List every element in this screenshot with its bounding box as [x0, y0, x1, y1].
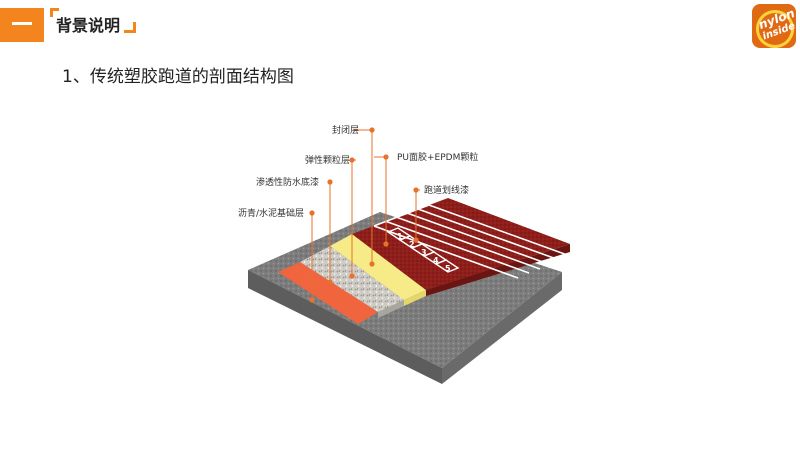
leader-dot [413, 187, 419, 193]
leader-dot [327, 179, 333, 185]
leader-dot [413, 237, 419, 243]
slide-title: 1、传统塑胶跑道的剖面结构图 [62, 67, 294, 87]
lane-line [373, 225, 519, 279]
lane-number: 2 [409, 240, 415, 249]
concrete-base-right [442, 272, 562, 384]
lane-number: 1 [397, 232, 403, 241]
section-number-block [0, 8, 44, 42]
leader-dot [349, 157, 355, 163]
sealing-layer-top [330, 234, 426, 300]
bracket-decoration [50, 8, 59, 11]
lane-number-boxes [386, 227, 460, 273]
lane-number: 3 [421, 248, 427, 257]
section-number-dash [12, 22, 32, 25]
leader-dot [349, 273, 355, 279]
leader-dot [309, 210, 315, 216]
elastic-granule-layer-top [300, 246, 404, 312]
bracket-decoration [50, 8, 53, 17]
leader-dot [327, 279, 333, 285]
track-lane-lines [373, 204, 571, 279]
nylon-inside-logo: nylon inside [752, 4, 796, 48]
leader-dot [383, 241, 389, 247]
label-track-lines: 跑道划线漆 [424, 184, 469, 196]
sealing-layer-front [404, 290, 426, 306]
leader-dot [309, 297, 315, 303]
bracket-decoration [124, 30, 136, 33]
concrete-base-front [248, 270, 442, 384]
label-elastic-granule-layer: 弹性颗粒层 [305, 154, 350, 166]
lane-line [406, 212, 552, 266]
section-title: 背景说明 [56, 16, 121, 35]
lane-number: 4 [433, 256, 439, 265]
lane-line [384, 220, 530, 274]
lane-box [434, 259, 460, 273]
leader-dot [369, 261, 375, 267]
lane-line [428, 204, 571, 257]
lane-line [417, 208, 563, 262]
elastic-granule-layer-front [378, 300, 404, 318]
leader-dot [383, 154, 389, 160]
lane-line [395, 216, 541, 270]
lane-number: 5 [445, 264, 451, 273]
label-pu-epdm-layer: PU面胶+EPDM颗粒 [397, 151, 478, 163]
label-sealing-layer: 封闭层 [332, 124, 359, 136]
track-cross-section-diagram: 1 2 3 4 5 封闭层 PU面胶+EPDM颗粒 弹性颗粒层 跑道划线漆 渗透… [238, 124, 571, 384]
start-line [373, 204, 430, 227]
waterproof-primer-layer [278, 262, 378, 324]
label-waterproof-primer: 渗透性防水底漆 [256, 176, 319, 188]
label-base-layer: 沥青/水泥基础层 [238, 207, 304, 219]
bracket-decoration [133, 22, 136, 32]
leader-dot [369, 127, 375, 133]
